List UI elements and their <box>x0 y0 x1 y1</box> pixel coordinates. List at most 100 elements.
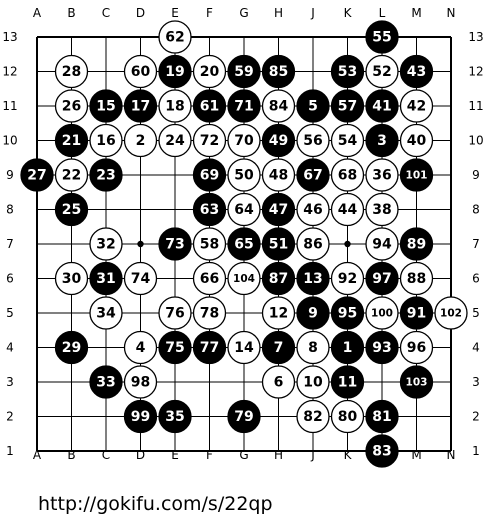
move-number: 98 <box>131 375 150 391</box>
stone-disc <box>123 89 158 123</box>
stone-disc <box>123 123 158 158</box>
stone-disc <box>89 158 123 192</box>
stone-disc <box>261 330 296 365</box>
stone-disc <box>296 330 330 365</box>
stone-disc <box>192 54 227 89</box>
stone-disc <box>330 54 365 89</box>
stone-disc <box>123 365 158 399</box>
move-number: 103 <box>406 377 428 389</box>
stone-disc <box>89 89 123 123</box>
stone-disc <box>123 399 158 434</box>
stone-disc <box>261 54 296 89</box>
move-number: 74 <box>131 271 151 287</box>
white-stone: 10 <box>296 365 330 399</box>
white-stone: 22 <box>54 158 89 192</box>
black-stone: 75 <box>158 330 192 365</box>
stone-disc <box>227 227 261 261</box>
stone-disc <box>330 330 365 365</box>
move-number: 57 <box>338 99 357 115</box>
stone-disc <box>192 158 227 192</box>
stone-disc <box>192 261 227 296</box>
stone-disc <box>399 296 434 330</box>
stone-disc <box>54 54 89 89</box>
move-number: 11 <box>338 375 357 391</box>
stone-disc <box>434 296 468 330</box>
white-stone: 46 <box>296 192 330 227</box>
stone-disc <box>54 261 89 296</box>
row-label: 4 <box>6 341 14 355</box>
move-number: 58 <box>200 237 219 253</box>
white-stone: 54 <box>330 123 365 158</box>
stone-disc <box>261 296 296 330</box>
stone-disc <box>365 261 399 296</box>
black-stone: 47 <box>261 192 296 227</box>
stone-disc <box>296 89 330 123</box>
column-label: N <box>447 6 456 20</box>
move-number: 21 <box>62 133 81 149</box>
white-stone: 16 <box>89 123 123 158</box>
black-stone: 7 <box>261 330 296 365</box>
move-number: 18 <box>165 99 184 115</box>
move-number: 64 <box>234 202 254 218</box>
move-number: 78 <box>200 306 219 322</box>
star-point <box>137 240 144 248</box>
move-number: 49 <box>269 133 288 149</box>
move-number: 52 <box>372 64 391 80</box>
column-label: M <box>411 448 421 462</box>
move-number: 80 <box>338 409 358 425</box>
stone-disc <box>296 123 330 158</box>
stone-disc <box>192 192 227 227</box>
black-stone: 71 <box>227 89 261 123</box>
stone-disc <box>399 89 434 123</box>
stone-disc <box>365 434 399 468</box>
move-number: 92 <box>338 271 357 287</box>
white-stone: 74 <box>123 261 158 296</box>
stone-disc <box>261 158 296 192</box>
move-number: 102 <box>440 308 462 320</box>
white-stone: 70 <box>227 123 261 158</box>
column-label: D <box>136 6 145 20</box>
white-stone: 20 <box>192 54 227 89</box>
stone-disc <box>89 296 123 330</box>
move-number: 96 <box>407 340 426 356</box>
star-points <box>137 240 351 248</box>
move-number: 54 <box>338 133 358 149</box>
white-stone: 18 <box>158 89 192 123</box>
stone-disc <box>123 330 158 365</box>
column-label: C <box>102 448 110 462</box>
stone-disc <box>158 89 192 123</box>
black-stone: 65 <box>227 227 261 261</box>
stone-disc <box>330 123 365 158</box>
move-number: 61 <box>200 99 219 115</box>
move-number: 94 <box>372 237 392 253</box>
stone-disc <box>296 399 330 434</box>
move-number: 9 <box>308 306 318 322</box>
move-number: 3 <box>377 133 387 149</box>
row-label: 9 <box>472 168 480 182</box>
row-label: 10 <box>468 134 483 148</box>
row-label: 10 <box>2 134 17 148</box>
row-label: 6 <box>472 272 480 286</box>
row-label: 2 <box>6 410 14 424</box>
footer-url: http://gokifu.com/s/22qp <box>38 493 273 515</box>
white-stone: 44 <box>330 192 365 227</box>
stone-disc <box>261 261 296 296</box>
black-stone: 57 <box>330 89 365 123</box>
column-label: A <box>33 448 42 462</box>
move-number: 100 <box>371 308 393 320</box>
stone-disc <box>365 89 399 123</box>
row-label: 7 <box>6 237 14 251</box>
move-number: 104 <box>233 273 255 285</box>
stone-disc <box>261 365 296 399</box>
move-number: 32 <box>96 237 115 253</box>
row-label: 5 <box>472 306 480 320</box>
white-stone: 102 <box>434 296 468 330</box>
stone-disc <box>192 296 227 330</box>
row-label: 13 <box>468 30 483 44</box>
white-stone: 50 <box>227 158 261 192</box>
white-stone: 30 <box>54 261 89 296</box>
column-label: F <box>206 6 213 20</box>
stone-disc <box>365 20 399 54</box>
go-board[interactable]: AABBCCDDEEFFGGHHJJKKLLMMNN13131212111110… <box>0 0 488 492</box>
stone-disc <box>261 89 296 123</box>
